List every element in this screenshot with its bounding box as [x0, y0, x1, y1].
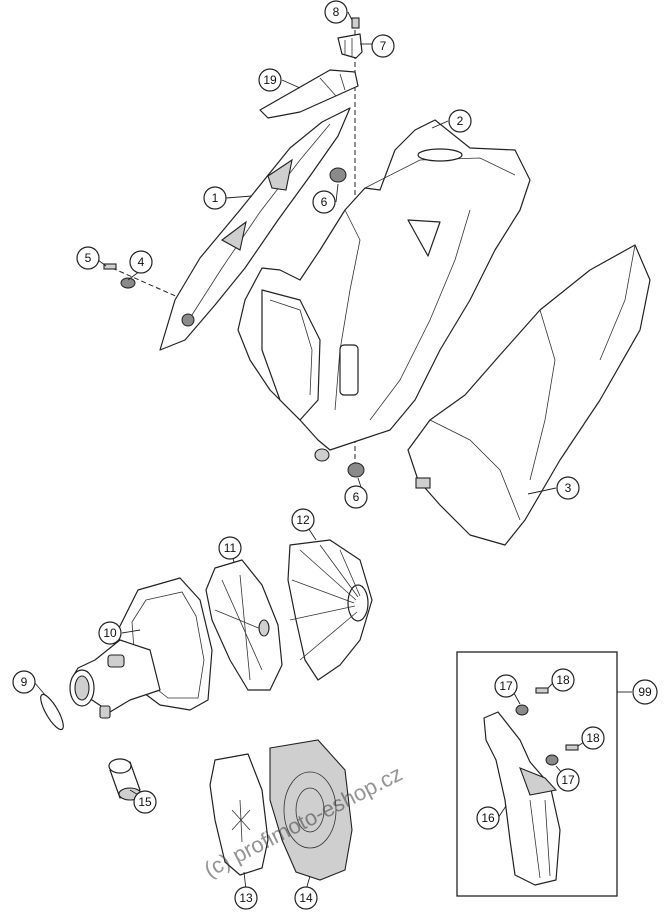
callout-14[interactable]: 14	[294, 886, 318, 910]
callout-6-bottom[interactable]: 6	[344, 485, 368, 509]
svg-text:5: 5	[85, 251, 92, 265]
callout-1[interactable]: 1	[203, 186, 227, 210]
callout-17-top[interactable]: 17	[494, 674, 518, 698]
part-screw-5	[103, 263, 117, 270]
svg-text:99: 99	[638, 685, 652, 699]
part-clamp-9	[40, 693, 64, 731]
part-duct-16	[483, 711, 561, 886]
svg-text:8: 8	[333, 5, 340, 19]
svg-text:14: 14	[299, 891, 313, 905]
part-screw-8	[351, 17, 360, 29]
svg-text:18: 18	[586, 731, 600, 745]
callout-8[interactable]: 8	[324, 0, 348, 24]
part-strap-19	[259, 69, 359, 119]
part-filter-cage-12	[287, 539, 373, 681]
svg-text:1: 1	[212, 191, 219, 205]
svg-text:12: 12	[296, 513, 310, 527]
svg-text:6: 6	[353, 490, 360, 504]
part-screw-18-bottom	[565, 744, 579, 751]
callout-4[interactable]: 4	[129, 250, 153, 274]
part-air-filter-13	[209, 753, 269, 876]
part-nut-17-bottom	[545, 754, 559, 766]
callout-18-bottom[interactable]: 18	[581, 726, 605, 750]
svg-text:17: 17	[561, 773, 575, 787]
part-filter-holder-11	[205, 559, 283, 691]
part-clip-7	[337, 33, 363, 59]
callout-99[interactable]: 99	[632, 679, 658, 705]
part-side-cover-1	[159, 107, 351, 351]
svg-text:15: 15	[138, 795, 152, 809]
callout-10[interactable]: 10	[98, 621, 122, 645]
callout-5[interactable]: 5	[76, 246, 100, 270]
part-washer-4	[120, 277, 136, 289]
callout-6-top[interactable]: 6	[312, 190, 336, 214]
callout-9[interactable]: 9	[12, 670, 36, 694]
callout-2[interactable]: 2	[448, 109, 472, 133]
side-bolt-axis	[111, 267, 181, 299]
callout-11[interactable]: 11	[218, 536, 242, 560]
svg-text:19: 19	[263, 73, 277, 87]
part-airbox-2	[237, 119, 531, 462]
part-grommet-6-top	[329, 167, 347, 183]
kit-99-box	[456, 651, 632, 897]
callout-17-bottom[interactable]: 17	[556, 768, 580, 792]
svg-text:9: 9	[21, 675, 28, 689]
callout-7[interactable]: 7	[371, 34, 395, 58]
part-intake-housing-10	[69, 577, 213, 719]
svg-text:4: 4	[138, 255, 145, 269]
callout-19[interactable]: 19	[258, 68, 282, 92]
part-nut-17-top	[515, 704, 529, 716]
part-screw-18-top	[535, 687, 549, 694]
svg-text:7: 7	[380, 39, 387, 53]
callout-15[interactable]: 15	[133, 790, 157, 814]
svg-text:3: 3	[565, 481, 572, 495]
callout-3[interactable]: 3	[556, 476, 580, 500]
part-side-panel-3	[407, 244, 651, 546]
svg-text:16: 16	[481, 811, 495, 825]
part-grommet-6-bottom	[347, 462, 365, 478]
svg-text:6: 6	[321, 195, 328, 209]
svg-text:18: 18	[556, 673, 570, 687]
callout-16[interactable]: 16	[476, 806, 500, 830]
svg-text:17: 17	[499, 679, 513, 693]
svg-text:13: 13	[239, 891, 253, 905]
callout-18-top[interactable]: 18	[551, 668, 575, 692]
svg-text:11: 11	[224, 541, 237, 555]
callout-13[interactable]: 13	[234, 886, 258, 910]
svg-text:2: 2	[457, 114, 464, 128]
svg-text:10: 10	[103, 626, 117, 640]
part-air-filter-14	[269, 739, 353, 881]
callout-12[interactable]: 12	[291, 508, 315, 532]
